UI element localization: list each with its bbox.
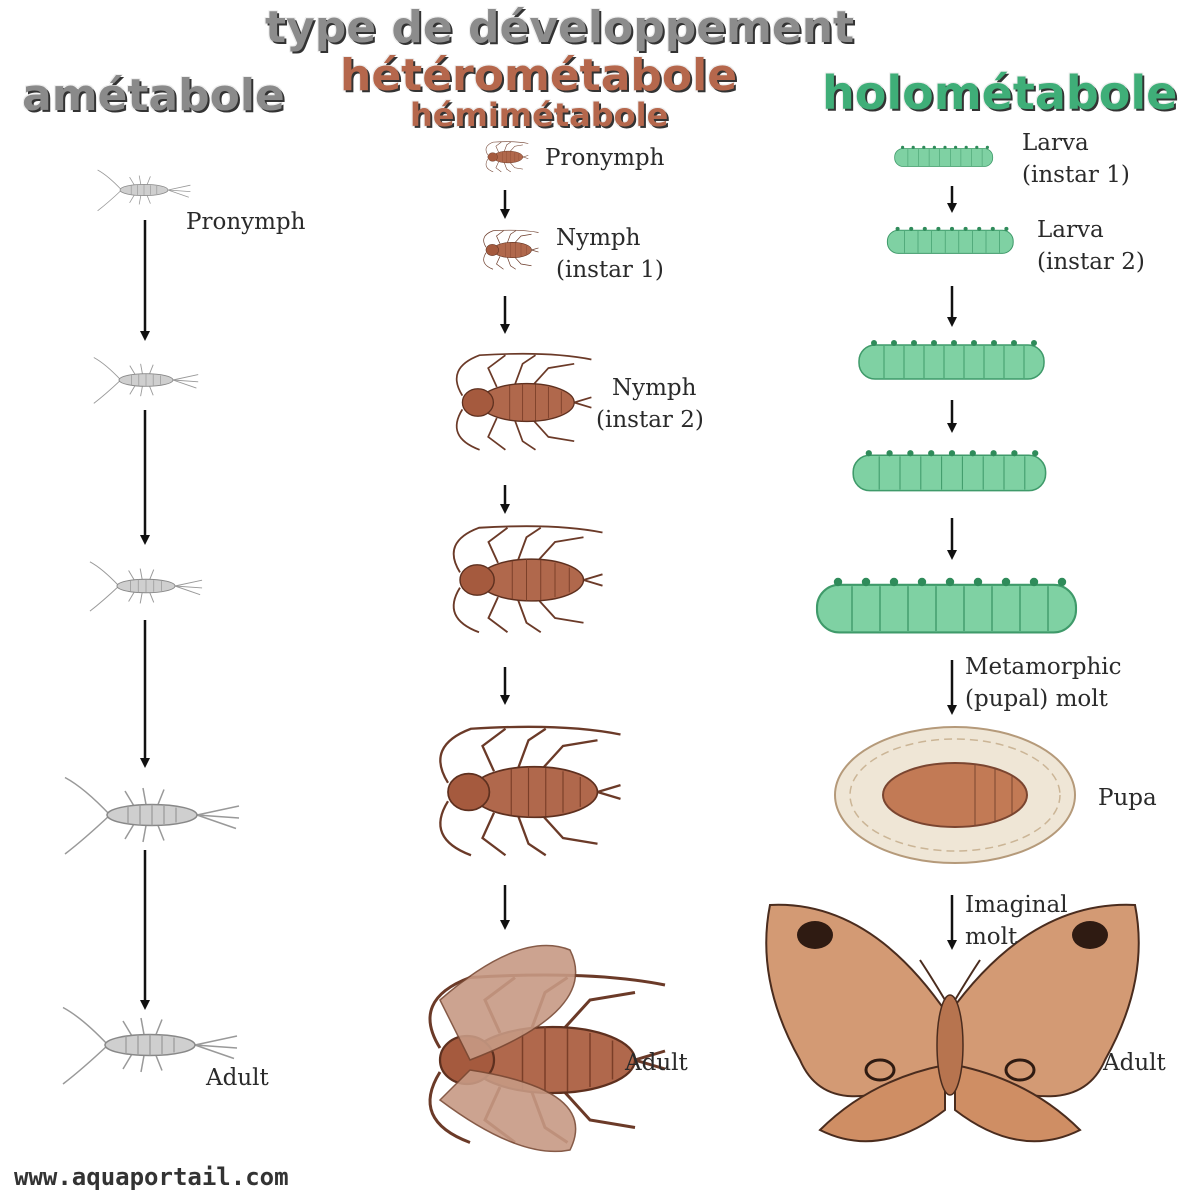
caterpillar-larva-instar1 [894,145,994,168]
hetero-label-nymph-instar2-line1: Nymph [612,375,697,401]
heterometabole-heading: hétérométabole [340,50,738,101]
holo-label-pupa: Pupa [1098,785,1157,811]
hetero-label-nymph-instar1-line1: Nymph [556,225,641,251]
caterpillar-larva-instar5 [815,576,1078,634]
holo-label-imaginal-molt: Imaginal molt [965,889,1068,953]
hetero-label-nymph-instar1-line2: (instar 1) [556,257,664,283]
hetero-label-adult: Adult [625,1050,688,1076]
holo-label-metamorphic-molt-line1: Metamorphic [965,654,1122,680]
hetero-label-pronymph: Pronymph [545,145,665,171]
ametabole-heading: amétabole [22,70,285,121]
holo-label-adult: Adult [1103,1050,1166,1076]
pupa-cocoon [834,726,1076,864]
hetero-label-nymph-instar2-line2: (instar 2) [596,407,704,433]
holo-label-larva-instar2-line2: (instar 2) [1037,249,1145,275]
silverfish-stage-4 [64,776,240,855]
holo-label-metamorphic-molt: Metamorphic (pupal) molt [965,651,1122,715]
caterpillar-larva-instar2 [886,226,1014,255]
moth-adult [765,903,1140,1143]
holometabole-heading: holométabole [822,66,1178,120]
hemimetabole-subheading: hémimétabole [410,96,669,134]
cockroach-nymph-instar3 [452,524,604,634]
holo-label-larva-instar2-line1: Larva [1037,217,1104,243]
cockroach-nymph-instar4 [439,725,622,857]
hetero-label-nymph-instar1: Nymph (instar 1) [556,222,664,286]
hetero-label-nymph-instar2: Nymph (instar 2) [596,372,704,436]
cockroach-nymph-instar1 [483,229,539,270]
holo-label-larva-instar2: Larva (instar 2) [1037,214,1145,278]
cockroach-pronymph [485,141,529,173]
holo-label-imaginal-molt-line2: molt [965,924,1018,950]
holo-label-larva-instar1-line1: Larva [1022,130,1089,156]
caterpillar-larva-instar3 [858,339,1045,380]
ametabole-label-pronymph: Pronymph [186,209,306,235]
diagram-title: type de développement [265,2,855,53]
ametabole-label-adult: Adult [206,1065,269,1091]
holo-label-larva-instar1: Larva (instar 1) [1022,127,1130,191]
silverfish-stage-1 [97,169,191,212]
silverfish-stage-2 [93,356,199,404]
cockroach-adult [428,944,667,1153]
silverfish-stage-3 [89,561,203,612]
holo-label-metamorphic-molt-line2: (pupal) molt [965,686,1108,712]
holo-label-larva-instar1-line2: (instar 1) [1022,162,1130,188]
cockroach-nymph-instar2 [455,352,593,451]
site-url-footer[interactable]: www.aquaportail.com [14,1163,289,1191]
caterpillar-larva-instar4 [852,449,1047,492]
holo-label-imaginal-molt-line1: Imaginal [965,892,1068,918]
